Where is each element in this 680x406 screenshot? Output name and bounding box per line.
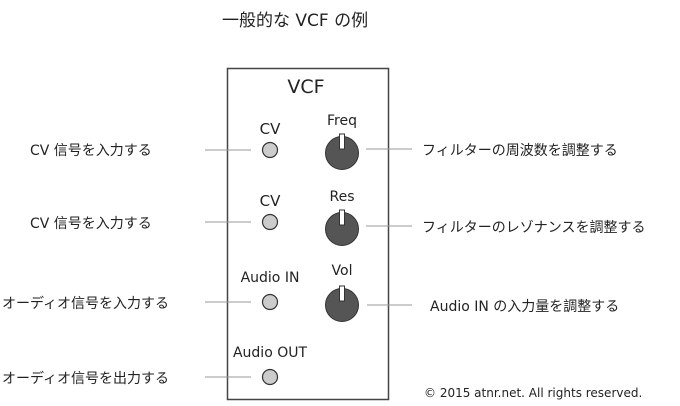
jack-cv-1[interactable] [261, 141, 279, 159]
jack-audio-in[interactable] [261, 293, 279, 311]
jack-audio-out[interactable] [261, 368, 279, 386]
knob-res[interactable] [325, 209, 359, 246]
diagram-title: 一般的な VCF の例 [222, 11, 369, 31]
jack-label: CV [259, 120, 281, 138]
knob-indicator [339, 133, 345, 150]
jack-description: オーディオ信号を出力する [2, 371, 170, 387]
jack-description: オーディオ信号を入力する [2, 296, 170, 312]
knob-vol[interactable] [325, 285, 359, 322]
knob-indicator [339, 209, 345, 226]
knob-label: Res [329, 189, 355, 205]
jack-cv-2[interactable] [261, 213, 279, 231]
knob-label: Freq [327, 113, 357, 129]
jack-label: Audio OUT [232, 345, 308, 361]
jack-label: Audio IN [240, 270, 300, 286]
knob-label: Vol [331, 263, 353, 279]
knob-freq[interactable] [325, 133, 359, 170]
jack-description: CV 信号を入力する [30, 216, 152, 232]
module-panel [226, 67, 390, 401]
copyright: © 2015 atnr.net. All rights reserved. [424, 386, 643, 400]
knob-indicator [339, 285, 345, 302]
jack-label: CV [259, 192, 281, 210]
module-name: VCF [287, 76, 325, 98]
jack-description: CV 信号を入力する [30, 143, 152, 159]
knob-description: フィルターの周波数を調整する [422, 143, 618, 159]
knob-description: フィルターのレゾナンスを調整する [422, 220, 646, 236]
knob-description: Audio IN の入力量を調整する [430, 299, 620, 315]
